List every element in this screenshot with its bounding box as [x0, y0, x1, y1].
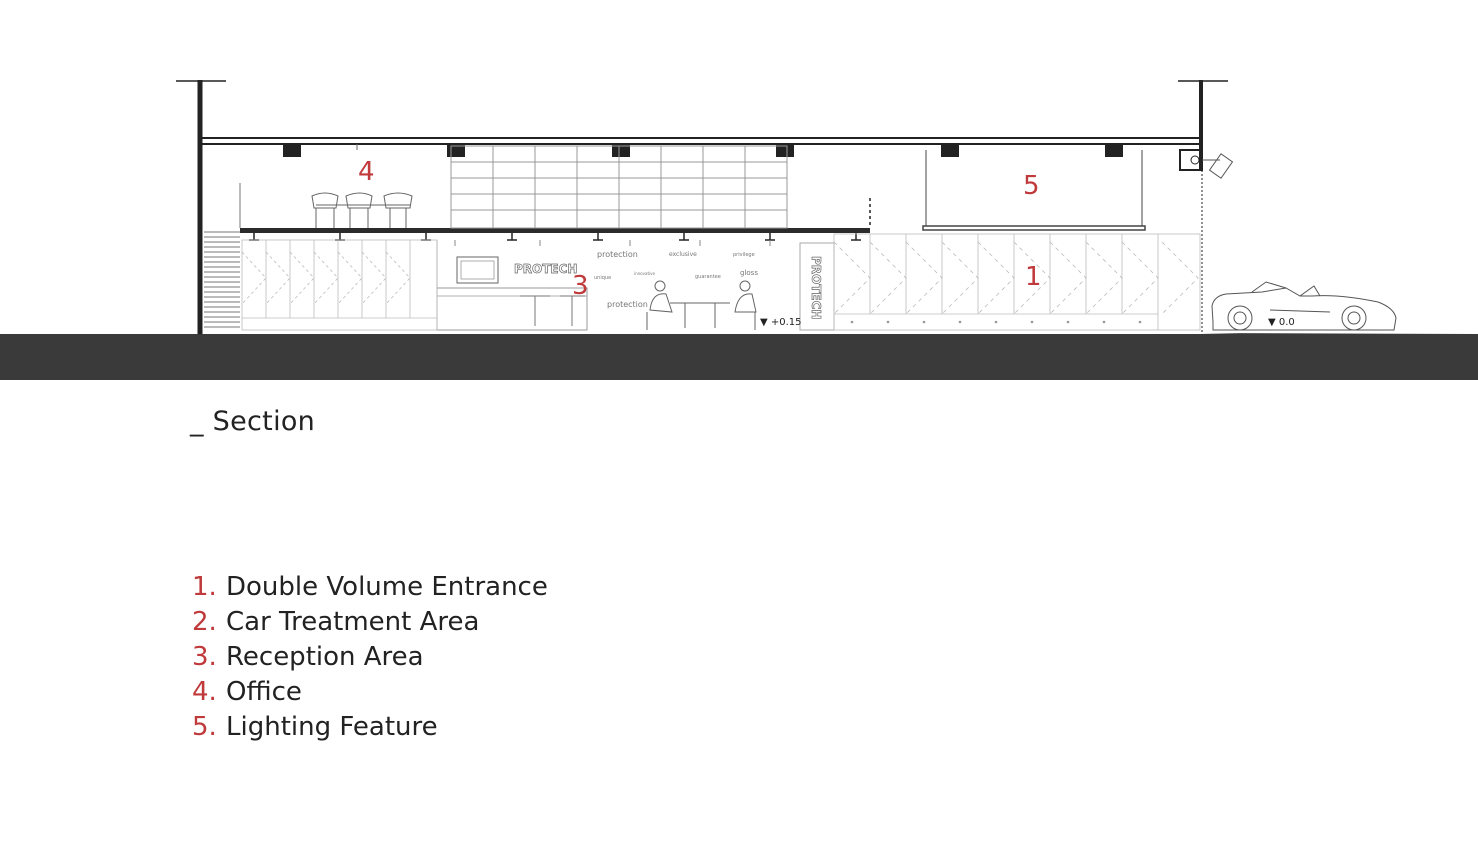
wall-word: gloss: [740, 269, 758, 277]
ground-slab: [0, 334, 1478, 380]
wall-logo: PROTECH: [514, 262, 577, 276]
wall-word: privilege: [733, 252, 755, 258]
zone-legend: 1. Double Volume Entrance 2. Car Treatment…: [192, 570, 548, 745]
legend-item: 1. Double Volume Entrance: [192, 570, 548, 605]
lighting-feature: [922, 150, 1146, 231]
legend-label: Double Volume Entrance: [226, 572, 548, 602]
roof-slab: [199, 137, 1203, 171]
legend-item: 5. Lighting Feature: [192, 710, 548, 745]
exterior-ground-step: [1200, 333, 1478, 340]
legend-item: 2. Car Treatment Area: [192, 605, 548, 640]
wall-word: unique: [594, 275, 611, 281]
legend-number: 1.: [192, 572, 217, 602]
zone-label-1: 1: [1025, 262, 1042, 292]
legend-label: Office: [226, 677, 302, 707]
zone-label-3: 3: [572, 271, 589, 301]
reception-area: PROTECH PROTECH protection exclusive pri…: [436, 240, 835, 331]
wall-word: protection: [607, 300, 648, 309]
wall-word: protection: [597, 250, 638, 259]
legend-item: 4. Office: [192, 675, 548, 710]
level-marker-interior: ▼ +0.15: [760, 317, 802, 328]
section-caption: _ Section: [190, 406, 316, 437]
wall-word: innovative: [634, 271, 655, 276]
section-drawing: PROTECH PROTECH protection exclusive pri…: [0, 80, 1478, 380]
building-walls: [176, 80, 1228, 334]
legend-item: 3. Reception Area: [192, 640, 548, 675]
entrance-wall-panels: [833, 233, 1201, 331]
wall-word: exclusive: [669, 251, 697, 258]
legend-number: 5.: [192, 712, 217, 742]
exterior-lamp: [1202, 153, 1234, 179]
wall-word: guarantee: [695, 274, 721, 280]
legend-number: 4.: [192, 677, 217, 707]
level-marker-exterior: ▼ 0.0: [1268, 317, 1295, 328]
legend-number: 3.: [192, 642, 217, 672]
legend-label: Car Treatment Area: [226, 607, 480, 637]
zone-label-4: 4: [358, 157, 375, 187]
car-icon: [1211, 281, 1397, 331]
legend-label: Lighting Feature: [226, 712, 438, 742]
left-wall-panels: [241, 239, 438, 331]
zone-label-5: 5: [1023, 171, 1040, 201]
meeting-table-with-people: [646, 280, 757, 330]
column-logo: PROTECH: [809, 256, 823, 319]
staircase: [204, 231, 240, 328]
legend-number: 2.: [192, 607, 217, 637]
office-glass-partition: [450, 145, 788, 229]
legend-label: Reception Area: [226, 642, 424, 672]
office-furniture: [311, 144, 413, 228]
